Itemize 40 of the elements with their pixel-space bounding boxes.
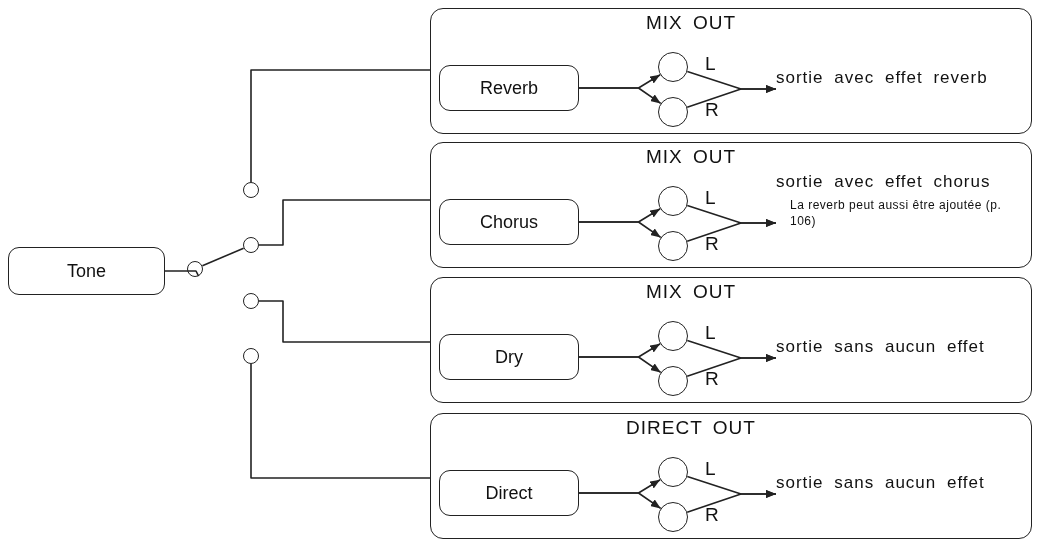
footnote-text: La reverb peut aussi être ajoutée (p. 106) — [790, 197, 1003, 229]
output-description: sortie avec effet reverb — [776, 67, 989, 89]
jack-label: L — [705, 53, 716, 75]
output-panel — [430, 8, 1032, 134]
output-description: sortie sans aucun effet — [776, 472, 986, 494]
effect-box: Dry — [439, 334, 579, 380]
wire — [258, 199, 431, 246]
wire — [164, 270, 200, 277]
jack-label: R — [705, 504, 719, 526]
output-panel — [430, 413, 1032, 539]
effect-box: Reverb — [439, 65, 579, 111]
output-description: sortie avec effet chorus — [776, 171, 992, 193]
arrow — [686, 354, 777, 377]
panel-heading: MIX OUT — [644, 281, 738, 303]
arrow — [686, 85, 777, 108]
output-panel — [430, 142, 1032, 268]
wire — [258, 300, 431, 343]
jack-label: R — [705, 233, 719, 255]
jack-label: R — [705, 99, 719, 121]
arrow — [578, 221, 662, 239]
arrow — [578, 87, 662, 105]
panel-heading: MIX OUT — [644, 146, 738, 168]
effect-box: Direct — [439, 470, 579, 516]
output-panel — [430, 277, 1032, 403]
effect-box: Chorus — [439, 199, 579, 245]
wire — [201, 247, 245, 267]
wire — [250, 69, 431, 183]
jack-label: L — [705, 187, 716, 209]
panel-heading: MIX OUT — [644, 12, 738, 34]
arrow — [578, 356, 662, 374]
wire — [250, 363, 431, 479]
jack-label: L — [705, 322, 716, 344]
arrow — [686, 219, 777, 242]
arrow — [578, 492, 662, 510]
output-description: sortie sans aucun effet — [776, 336, 986, 358]
jack-label: L — [705, 458, 716, 480]
jack-label: R — [705, 368, 719, 390]
arrow — [686, 490, 777, 513]
source-box: Tone — [8, 247, 165, 295]
panel-heading: DIRECT OUT — [625, 417, 757, 439]
